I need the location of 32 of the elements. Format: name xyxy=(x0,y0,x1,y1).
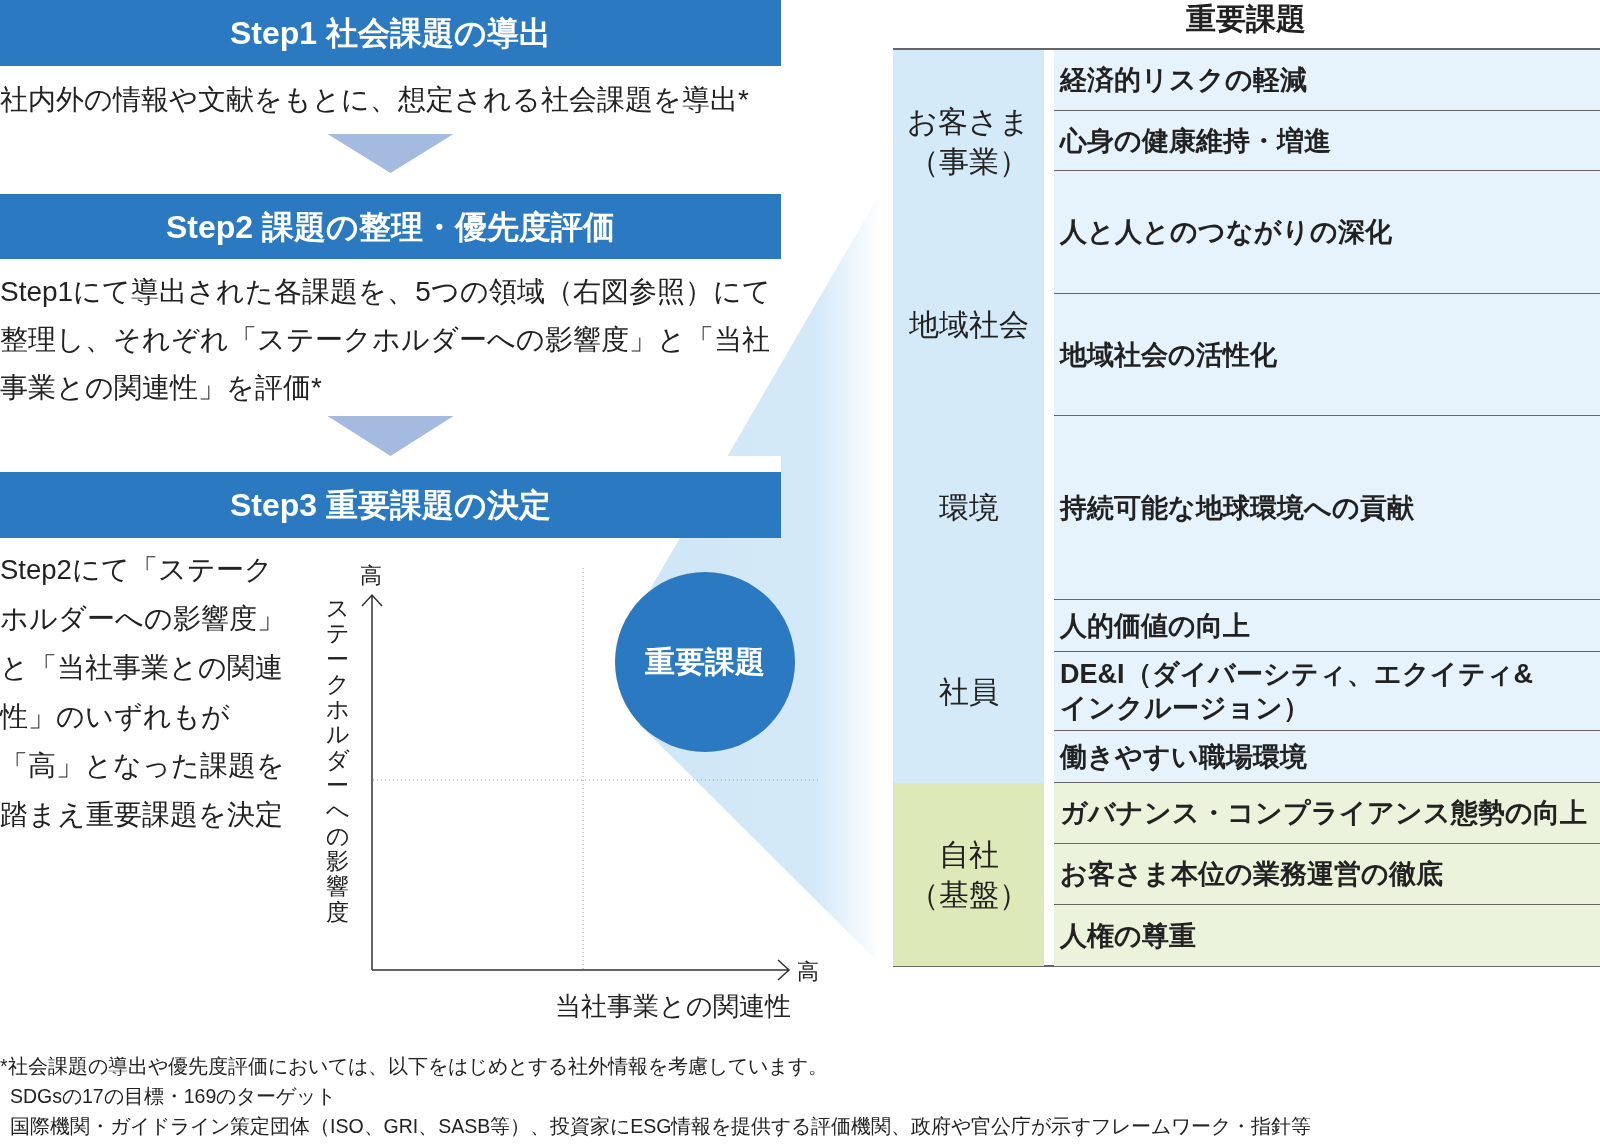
issue-cell: 経済的リスクの軽減 xyxy=(1054,50,1600,111)
axis-title: ステークホルダーへの影響度 xyxy=(326,596,349,925)
category-cell: 地域社会 xyxy=(893,233,1044,416)
flow-arrow xyxy=(327,416,454,456)
axis-tick-label: 高 xyxy=(797,959,819,985)
issue-cell: 人権の尊重 xyxy=(1054,905,1600,966)
step-description: Step2にて「ステークホルダーへの影響度」と「当社事業との関連性」のいずれもが「高」となった課題を踏まえ重要課題を決定 xyxy=(0,553,286,832)
axis-tick-label: 高 xyxy=(360,563,382,589)
issue-cell: 心身の健康維持・増進 xyxy=(1054,111,1600,171)
footnote: SDGsの17の目標・169のターゲット xyxy=(10,1084,337,1109)
category-cell: お客さま（事業） xyxy=(893,50,1044,233)
flow-arrow xyxy=(327,134,454,173)
step-description: Step1にて導出された各課題を、5つの領域（右図参照）にて整理し、それぞれ「ステークホルダーへの影響度」と「当社事業との関連性」を評価* xyxy=(0,275,772,405)
issue-cell: お客さま本位の業務運営の徹底 xyxy=(1054,844,1600,905)
issue-cell: 人的価値の向上 xyxy=(1054,600,1600,652)
issue-cell: DE&I（ダイバーシティ、エクイティ&インクルージョン） xyxy=(1054,652,1600,731)
table-heading: 重要課題 xyxy=(1186,1,1306,37)
axis-title: 当社事業との関連性 xyxy=(555,990,791,1022)
category-cell: 社員 xyxy=(893,600,1044,783)
step-description: 社内外の情報や文献をもとに、想定される社会課題を導出* xyxy=(0,83,749,117)
step-title: Step3 重要課題の決定 xyxy=(230,486,551,524)
issue-cell: ガバナンス・コンプライアンス態勢の向上 xyxy=(1054,783,1600,844)
category-cell: 環境 xyxy=(893,416,1044,600)
step-title: Step1 社会課題の導出 xyxy=(230,14,551,52)
footnote: *社会課題の導出や優先度評価においては、以下をはじめとする社外情報を考慮しています。 xyxy=(0,1054,828,1079)
step-title: Step2 課題の整理・優先度評価 xyxy=(166,207,615,246)
issue-cell: 持続可能な地球環境への貢献 xyxy=(1054,416,1600,600)
issue-cell: 人と人とのつながりの深化 xyxy=(1054,171,1600,294)
category-cell: 自社（基盤） xyxy=(893,783,1044,966)
issue-cell: 働きやすい職場環境 xyxy=(1054,731,1600,783)
issue-cell: 地域社会の活性化 xyxy=(1054,294,1600,416)
footnote: 国際機関・ガイドライン策定団体（ISO、GRI、SASB等）、投資家にESG情報を提供する評価機関、政府や官公庁が示すフレームワーク・指針等 xyxy=(10,1114,1312,1139)
